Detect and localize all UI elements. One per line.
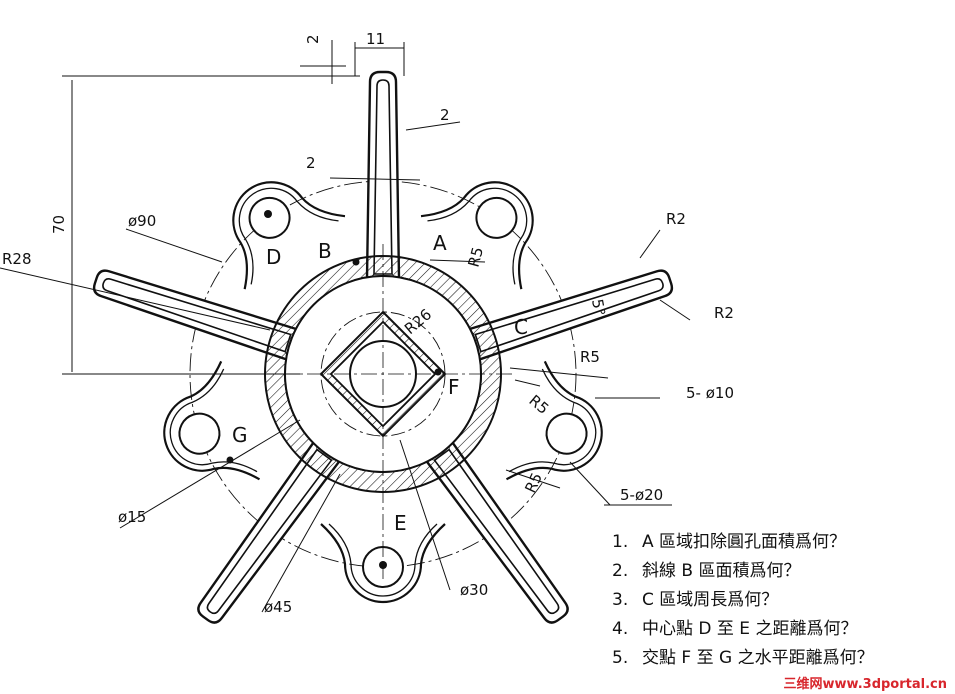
region-b-label: B: [318, 239, 332, 263]
dim-height: 70: [50, 215, 68, 234]
dim-r28: R28: [2, 250, 32, 268]
part-body: [89, 70, 677, 629]
dim-d30: ø30: [460, 581, 488, 599]
dim-r5-right: R5: [580, 348, 600, 366]
dim-arc-diameter: ø90: [128, 212, 156, 230]
point-b: [352, 258, 360, 266]
dim-spoke-width: 11: [366, 30, 385, 48]
dim-r5-upper: R5: [464, 245, 487, 269]
region-f-label: F: [448, 375, 460, 399]
point-g: [226, 456, 234, 464]
point-f: [434, 368, 442, 376]
question-item: 1.A 區域扣除圓孔面積爲何？: [612, 532, 847, 552]
lobe-right: [505, 360, 603, 481]
dim-d45: ø45: [264, 598, 292, 616]
question-list: 1.A 區域扣除圓孔面積爲何？ 2.斜線 B 區面積爲何？ 3.C 區域周長爲何…: [612, 528, 874, 673]
lobe-d: [232, 181, 346, 290]
dimension-lines: [0, 40, 691, 613]
region-c-label: C: [514, 315, 528, 339]
dim-r5-right2: R5: [525, 391, 552, 418]
region-g-label: G: [232, 423, 248, 447]
question-item: 3.C 區域周長爲何？: [612, 590, 779, 610]
dim-r2-top: R2: [666, 210, 686, 228]
region-e-label: E: [394, 511, 407, 535]
question-item: 4.中心點 D 至 E 之距離爲何？: [612, 619, 858, 639]
point-d: [264, 210, 272, 218]
spoke-right: [468, 264, 677, 361]
dim-r2-right: R2: [714, 304, 734, 322]
question-item: 5.交點 F 至 G 之水平距離爲何？: [612, 648, 874, 668]
region-d-label: D: [266, 245, 281, 269]
dim-d15: ø15: [118, 508, 146, 526]
dim-wall-upper: 2: [440, 106, 450, 124]
dim-angle: 5°: [588, 298, 609, 318]
dim-r5-lower: R5: [521, 470, 546, 496]
lobe-a: [420, 181, 534, 290]
watermark: 三维网www.3dportal.cn: [783, 677, 947, 692]
point-e: [379, 561, 387, 569]
dim-wall-mid: 2: [306, 154, 316, 172]
dim-gap-top: 2: [304, 34, 322, 44]
region-a-label: A: [433, 231, 447, 255]
dim-holes-large: 5-ø20: [620, 486, 663, 504]
question-item: 2.斜線 B 區面積爲何？: [612, 561, 801, 581]
dim-holes-small: 5- ø10: [686, 384, 734, 402]
